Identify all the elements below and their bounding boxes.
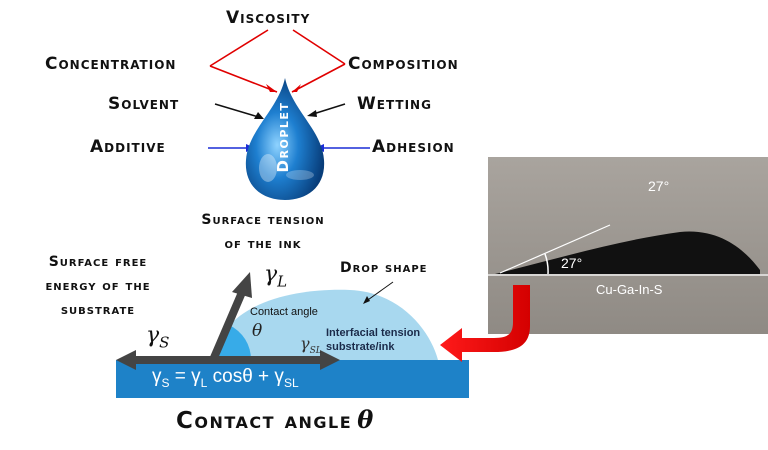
big-red-arrow xyxy=(440,285,530,362)
factor-viscosity: Viscosity xyxy=(226,8,311,28)
drop-shape-pointer xyxy=(364,281,394,303)
drop-shape-label: Drop shape xyxy=(340,260,428,276)
interfacial-label-1: Interfacial tension xyxy=(326,327,421,339)
photo-material-label: Cu-Ga-In-S xyxy=(596,282,663,297)
factor-additive: Additive xyxy=(90,137,166,157)
caption-theta: θ xyxy=(357,405,374,434)
photo-tangent xyxy=(499,224,611,274)
factor-wetting: Wetting xyxy=(357,94,432,114)
gamma-l-vector xyxy=(209,288,247,362)
droplet-shape xyxy=(245,78,325,200)
caption: Contact angle θ xyxy=(176,405,373,434)
gamma-sl-symbol: γSL xyxy=(300,334,322,357)
contact-angle-small-label: Contact angle xyxy=(250,306,318,318)
gamma-l-symbol: γL xyxy=(264,262,288,291)
photo-angle-top: 27° xyxy=(648,178,670,194)
surface-free-label-1: Surface free xyxy=(48,254,148,270)
photo-angle-inline: 27° xyxy=(561,255,583,271)
contact-angle-wedge xyxy=(213,325,252,360)
substrate-bar xyxy=(116,360,469,398)
surface-free-label-2: energy of the xyxy=(45,278,151,294)
photo-droplet xyxy=(495,231,760,274)
factor-solvent: Solvent xyxy=(108,94,180,114)
viscosity-arrows xyxy=(209,29,346,93)
surface-tension-label-2: of the ink xyxy=(224,236,302,252)
surface-tension-label-1: Surface tension xyxy=(201,212,325,228)
factor-concentration: Concentration xyxy=(45,54,177,74)
theta-symbol: θ xyxy=(252,321,263,341)
caption-text: Contact angle xyxy=(176,408,353,434)
interfacial-label-2: substrate/ink xyxy=(326,341,395,353)
photo-angle-arc xyxy=(544,253,549,275)
viscosity-arrowheads xyxy=(266,84,301,92)
factor-adhesion: Adhesion xyxy=(372,137,455,157)
factor-composition: Composition xyxy=(348,54,459,74)
surface-free-label-3: substrate xyxy=(60,302,136,318)
young-equation: γS = γL cosθ + γSL xyxy=(152,366,299,390)
sessile-drop xyxy=(213,289,438,360)
droplet-label: Droplet xyxy=(274,101,292,173)
gamma-s-symbol: γS xyxy=(146,323,170,352)
